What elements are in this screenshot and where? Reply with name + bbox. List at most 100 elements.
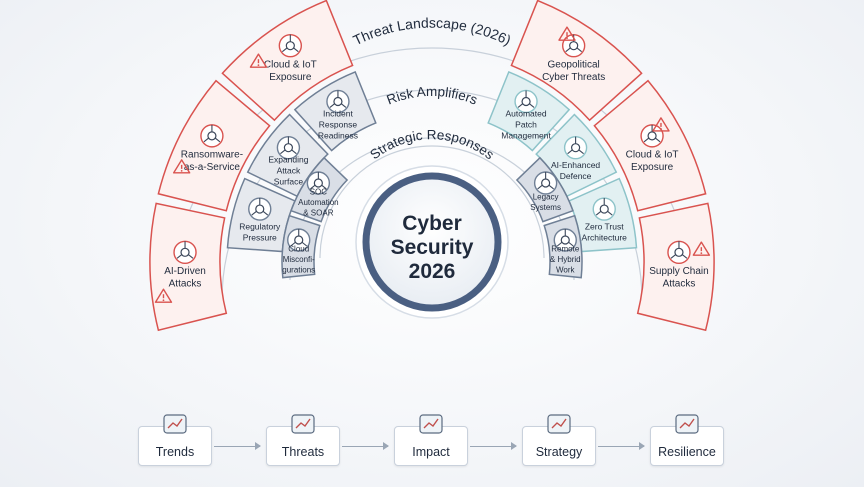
flow-step-impact[interactable]: Impact (394, 414, 468, 466)
warning-triangle-icon (291, 414, 315, 434)
flow-step-trends[interactable]: Trends (138, 414, 212, 466)
right-inner-1-label-line-2: & Hybrid (550, 255, 581, 264)
left-middle-1-label-line-2: Pressure (243, 233, 277, 243)
right-outer-3-label-line-1: Geopolitical (548, 59, 600, 70)
right-middle-2-label-line-1: AI-Enhanced (551, 160, 600, 170)
right-middle-1-label-line-1: Zero Trust (585, 222, 624, 232)
left-inner-2-label-line-3: & SOAR (303, 208, 333, 217)
flow-arrow (470, 442, 517, 450)
right-outer-1-shape (636, 202, 715, 332)
flow-arrow (214, 442, 261, 450)
segments: AI-DrivenAttacksRansomware-as-a-ServiceC… (149, 0, 715, 332)
trend-chart-icon (163, 414, 187, 434)
right-inner-1-label-line-1: Remote (551, 244, 580, 253)
left-middle-1-label-line-1: Regulatory (239, 222, 281, 232)
right-middle-3-label-line-2: Patch (515, 119, 537, 129)
left-inner-2-label-line-2: Automation (298, 198, 338, 207)
warning-icon (692, 241, 711, 256)
left-middle-3-label-line-2: Response (319, 119, 358, 129)
left-outer-3[interactable]: Cloud & IoT Exposure (221, 0, 354, 122)
flow-step-label: Resilience (658, 445, 716, 459)
warning-icon (558, 26, 576, 41)
radial-diagram: Threat Landscape (2026) Risk Amplifiers … (149, 0, 715, 332)
center-title-2: Security (391, 236, 474, 259)
left-middle-2-label-line-1: Expanding (268, 155, 308, 165)
legacy-server-icon (533, 171, 558, 195)
ai-network-icon (173, 240, 197, 265)
left-middle-3-label-line-3: Readiness (318, 130, 358, 140)
left-outer-2-label-line-1: Ransomware- (181, 150, 243, 161)
right-middle-3-label-line-3: Management (501, 130, 551, 140)
flow-step-threats[interactable]: Threats (266, 414, 340, 466)
wrench-tools-icon (514, 89, 538, 114)
ring-label-outer: Threat Landscape (2026) (351, 15, 514, 49)
left-outer-2-label-line-2: as-a-Service (184, 162, 241, 173)
flow-step-label: Strategy (535, 445, 583, 459)
center-title-3: 2026 (409, 260, 456, 283)
left-middle-2-label-line-2: Attack (277, 166, 301, 176)
cloud-gear-icon (287, 228, 311, 252)
warning-icon (172, 159, 191, 174)
ring-label-inner: Strategic Responses (367, 127, 497, 162)
left-outer-2[interactable]: Ransomware-as-a-Service (157, 79, 271, 212)
cloud-iot-icon (278, 33, 303, 58)
broken-shield-icon (419, 414, 443, 434)
warning-icon (154, 288, 173, 303)
left-outer-1-label-line-1: AI-Driven (164, 266, 206, 277)
left-outer-3-shape (221, 0, 354, 122)
left-middle-3-label-line-1: Incident (323, 108, 353, 118)
center-badge: Cyber Security 2026 (355, 165, 509, 319)
left-outer-3-label-line-1: Cloud & IoT (264, 59, 317, 70)
right-outer-2-label-line-2: Exposure (631, 162, 674, 173)
right-middle-2-label-line-2: Defence (560, 171, 592, 181)
flow-arrow (598, 442, 645, 450)
warning-icon (249, 53, 268, 68)
document-gavel-icon (248, 197, 272, 221)
left-outer-3-label-line-2: Exposure (269, 72, 312, 83)
right-inner-2-label-line-2: Systems (530, 203, 561, 212)
left-inner-1-label-line-2: Misconfi- (283, 255, 315, 264)
flow-step-resilience[interactable]: Resilience (650, 414, 724, 466)
shield-plant-icon (675, 414, 699, 434)
left-inner-1-label-line-3: gurations (282, 265, 315, 274)
left-middle-2-label-line-3: Surface (274, 177, 304, 187)
left-inner-1-label-line-1: Cloud (288, 244, 309, 253)
warning-icon (652, 117, 670, 132)
flow-step-strategy[interactable]: Strategy (522, 414, 596, 466)
alert-screen-icon (326, 89, 350, 114)
right-inner-1-label-line-3: Work (556, 265, 576, 274)
shield-lock-icon (592, 197, 616, 221)
flow-step-label: Threats (281, 445, 325, 459)
flow-arrow (342, 442, 389, 450)
cloud-network-icon (640, 124, 664, 148)
left-outer-1-label-line-2: Attacks (169, 279, 202, 290)
strategy-map-icon (547, 414, 571, 434)
right-outer-3-label-line-2: Cyber Threats (542, 72, 605, 83)
right-middle-3-label-line-1: Automated (505, 108, 546, 118)
right-outer-1-label-line-1: Supply Chain (649, 266, 708, 277)
ring-label-middle: Risk Amplifiers (385, 84, 480, 108)
right-middle-1-label-line-2: Architecture (582, 233, 628, 243)
flow-step-label: Trends (155, 445, 195, 459)
right-outer-2-label-line-1: Cloud & IoT (626, 150, 679, 161)
center-title-1: Cyber (402, 212, 462, 235)
soc-monitor-icon (306, 171, 331, 195)
right-outer-3-shape (510, 0, 643, 122)
chain-link-icon (667, 240, 691, 265)
ransomware-lock-icon (200, 124, 224, 148)
ai-brain-icon (563, 135, 588, 160)
right-inner-2-label-line-1: Legacy (533, 193, 559, 202)
right-outer-1-label-line-2: Attacks (663, 279, 696, 290)
